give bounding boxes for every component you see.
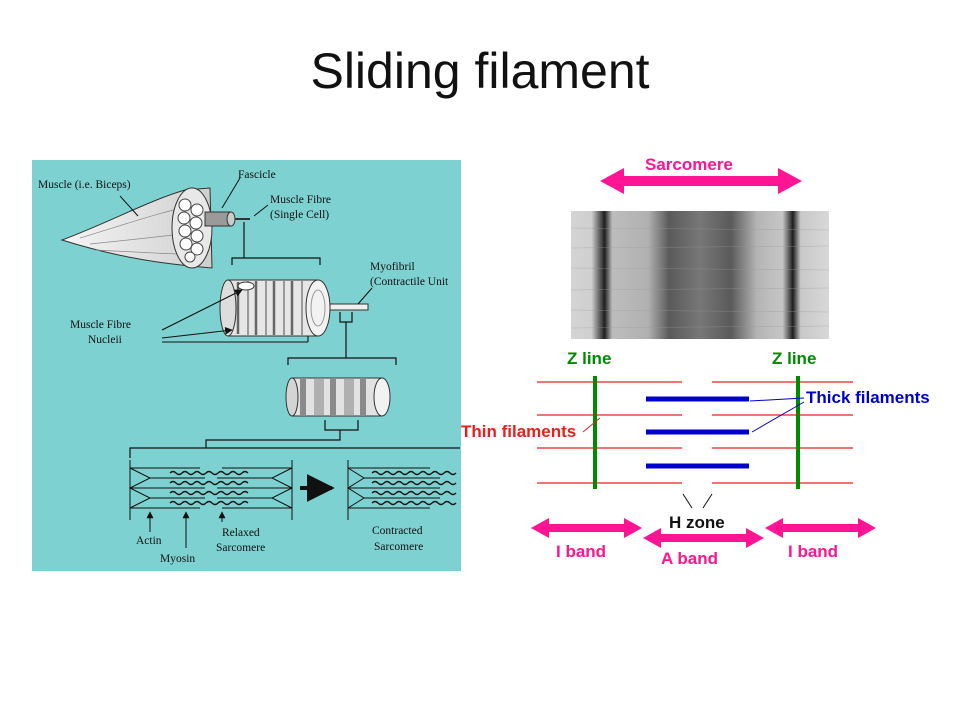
muscle-pointer: [119, 195, 139, 217]
relaxed-sarcomere: [128, 460, 294, 520]
i-band-right-arrow: [765, 518, 876, 538]
muscle-fibre-cylinder: [219, 279, 369, 337]
sarcomere-micrograph: [571, 211, 829, 339]
label-single-cell: (Single Cell): [270, 209, 329, 221]
label-z-line-right: Z line: [772, 349, 816, 368]
nuclei-pointer-1: [161, 289, 243, 331]
label-muscle: Muscle (i.e. Biceps): [38, 179, 131, 191]
label-nuclei-2: Nucleii: [88, 334, 122, 346]
label-thick-filaments: Thick filaments: [806, 388, 930, 407]
fascicle-pointer: [221, 177, 241, 209]
label-h-zone: H zone: [669, 513, 725, 532]
label-i-band-left: I band: [556, 542, 606, 561]
thick-filaments: [646, 396, 749, 469]
contracted-sarcomere: [347, 460, 457, 520]
myofibril-cylinder: [285, 377, 391, 417]
label-myofibril: Myofibril: [370, 261, 415, 273]
label-myosin: Myosin: [160, 553, 195, 565]
a-band-arrow: [643, 528, 764, 548]
fibre-pointer: [253, 204, 269, 217]
label-actin: Actin: [136, 535, 162, 547]
label-sarcomere: Sarcomere: [645, 155, 733, 174]
label-nuclei-1: Muscle Fibre: [70, 319, 131, 331]
sarcomere-diagram: Sarcomere Z line Z line: [461, 155, 930, 568]
label-z-line-left: Z line: [567, 349, 611, 368]
label-relaxed-sarcomere: Sarcomere: [216, 542, 265, 554]
label-i-band-right: I band: [788, 542, 838, 561]
sarcomere-arrow: [600, 168, 802, 194]
label-thin-filaments: Thin filaments: [461, 422, 576, 441]
nuclei-pointer-2: [161, 326, 233, 339]
slide-title: Sliding filament: [310, 43, 650, 99]
zoom-bracket-2: [287, 322, 397, 365]
thin-filaments: [537, 381, 853, 484]
muscle-structure-diagram: Muscle (i.e. Biceps) Fascicle Muscle Fib…: [32, 160, 461, 571]
label-contractile-unit: (Contractile Unit: [370, 276, 449, 288]
label-relaxed: Relaxed: [222, 527, 260, 539]
label-fascicle: Fascicle: [238, 169, 276, 181]
muscle-illustration: [60, 187, 250, 269]
zoom-bracket-1: [231, 222, 321, 265]
label-contracted-sarcomere: Sarcomere: [374, 541, 423, 553]
label-muscle-fibre: Muscle Fibre: [270, 194, 331, 206]
i-band-left-arrow: [531, 518, 642, 538]
label-contracted: Contracted: [372, 525, 423, 537]
label-a-band: A band: [661, 549, 718, 568]
left-diagram-background: [32, 160, 461, 571]
zoom-bracket-3: [129, 430, 460, 458]
